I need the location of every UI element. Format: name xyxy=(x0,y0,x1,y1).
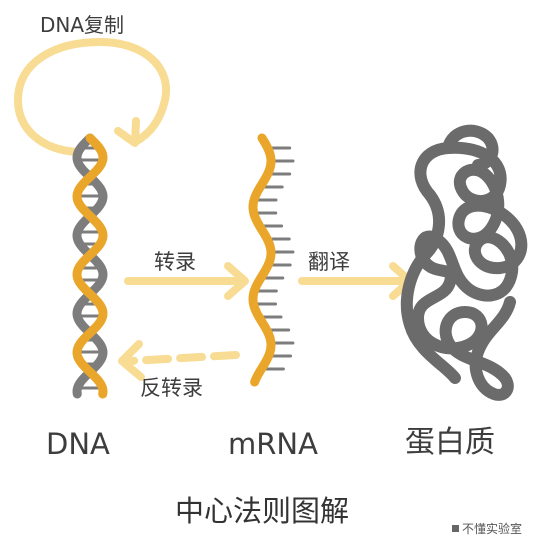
dna-label: DNA xyxy=(46,427,110,461)
dna-replication-arrow xyxy=(14,38,171,156)
protein-structure xyxy=(400,124,528,401)
dna-strand-gray xyxy=(72,133,108,399)
mrna-label: mRNA xyxy=(228,427,318,461)
mrna-strand xyxy=(248,133,295,387)
protein-label: 蛋白质 xyxy=(405,425,495,460)
translation-label: 翻译 xyxy=(308,250,350,274)
watermark-icon xyxy=(452,525,459,532)
reverse-transcription-label: 反转录 xyxy=(140,376,203,400)
transcription-label: 转录 xyxy=(154,250,196,274)
dna-strand-orange xyxy=(72,133,108,399)
mrna-backbone xyxy=(248,133,276,387)
transcription-arrow xyxy=(124,262,249,300)
watermark-text: 不懂实验室 xyxy=(462,521,522,536)
dna-double-helix xyxy=(72,133,108,399)
reverse-transcription-arrow xyxy=(118,340,240,381)
dna-replication-label: DNA复制 xyxy=(40,13,124,37)
diagram-title: 中心法则图解 xyxy=(175,494,349,528)
